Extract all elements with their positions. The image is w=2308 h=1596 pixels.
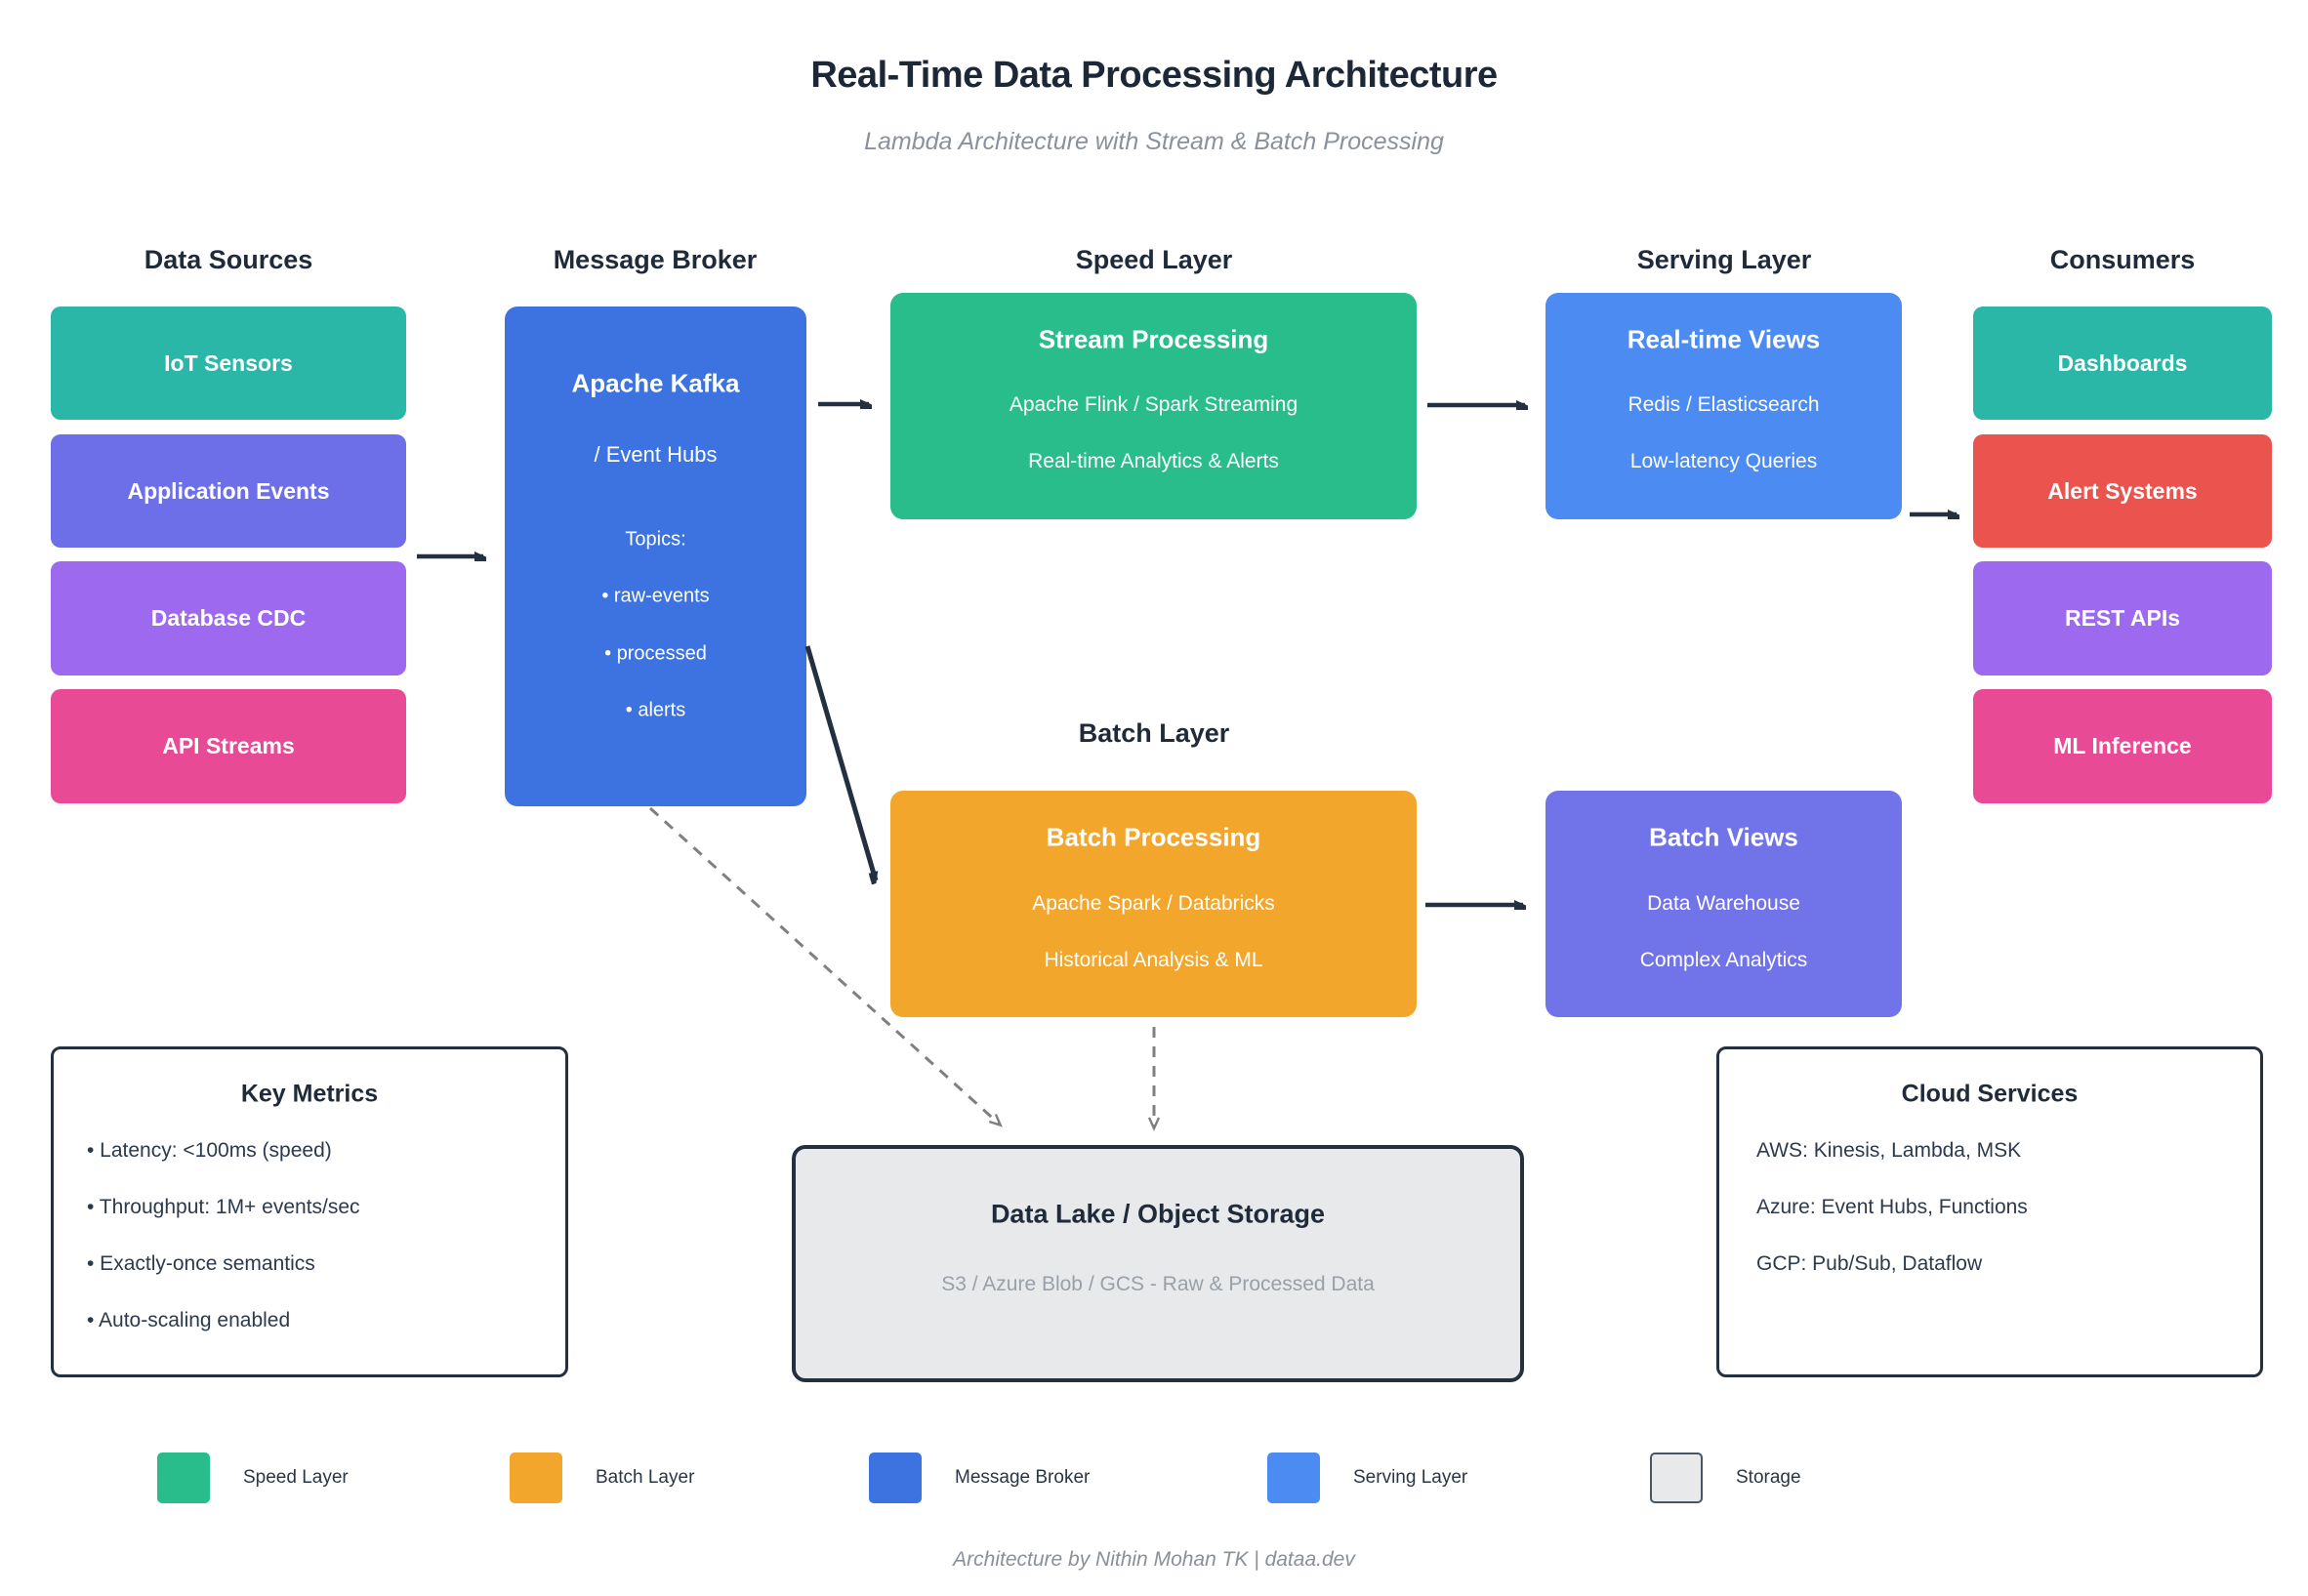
legend-item-serving-layer: Serving Layer [1267,1453,1467,1503]
kafka-topic-item: • alerts [625,699,686,721]
node-application-events: Application Events [51,434,406,548]
key-metric-item: • Exactly-once semantics [87,1252,315,1275]
legend-swatch-storage [1650,1453,1703,1503]
legend-item-message-broker: Message Broker [869,1453,1090,1503]
key-metrics-title: Key Metrics [240,1080,379,1108]
stream-line: Apache Flink / Spark Streaming [1009,393,1298,416]
serving-line: Redis / Elasticsearch [1628,393,1820,416]
header-serving-layer: Serving Layer [1636,245,1812,274]
node-database-cdc: Database CDC [51,561,406,675]
kafka-subtitle: / Event Hubs [594,442,718,467]
stream-line: Real-time Analytics & Alerts [1028,450,1279,472]
legend-swatch-batch-layer [510,1453,562,1503]
legend-swatch-serving-layer [1267,1453,1320,1503]
node-batch-processing: Batch Processing Apache Spark / Databric… [890,791,1417,1017]
legend-label: Batch Layer [596,1467,695,1488]
node-stream-processing: Stream Processing Apache Flink / Spark S… [890,293,1417,519]
kafka-topics-label: Topics: [625,528,686,551]
node-iot-sensors: IoT Sensors [51,307,406,420]
node-batch-views: Batch Views Data Warehouse Complex Analy… [1546,791,1902,1017]
key-metric-item: • Throughput: 1M+ events/sec [87,1196,360,1218]
batch-line: Historical Analysis & ML [1044,949,1263,971]
header-message-broker: Message Broker [553,245,758,274]
batch-views-line: Data Warehouse [1647,892,1800,915]
batch-title: Batch Processing [1046,822,1261,852]
stream-title: Stream Processing [1038,324,1269,354]
arrow-kafka-to-batch [804,645,879,880]
key-metric-item: • Auto-scaling enabled [87,1309,291,1331]
data-lake-title: Data Lake / Object Storage [990,1199,1326,1229]
cloud-services-panel: Cloud Services AWS: Kinesis, Lambda, MSK… [1716,1046,2263,1377]
node-label: Application Events [127,477,330,504]
node-label: Dashboards [2057,349,2188,376]
node-api-streams: API Streams [51,689,406,803]
node-apache-kafka: Apache Kafka / Event Hubs Topics: • raw-… [505,307,806,806]
kafka-topic-item: • raw-events [601,585,710,607]
key-metric-item: • Latency: <100ms (speed) [87,1139,332,1162]
batch-views-title: Batch Views [1649,822,1798,852]
kafka-title: Apache Kafka [571,368,740,398]
data-lake-subtitle: S3 / Azure Blob / GCS - Raw & Processed … [941,1273,1375,1295]
legend-item-speed-layer: Speed Layer [157,1453,349,1503]
key-metrics-panel: Key Metrics • Latency: <100ms (speed) • … [51,1046,568,1377]
footer-credit: Architecture by Nithin Mohan TK | dataa.… [953,1548,1355,1571]
serving-title: Real-time Views [1627,324,1821,354]
legend-label: Serving Layer [1353,1467,1468,1488]
legend-swatch-speed-layer [157,1453,210,1503]
node-rest-apis: REST APIs [1973,561,2272,675]
node-dashboards: Dashboards [1973,307,2272,420]
cloud-services-title: Cloud Services [1901,1080,2079,1108]
header-speed-layer: Speed Layer [1075,245,1233,274]
node-ml-inference: ML Inference [1973,689,2272,803]
header-consumers: Consumers [2049,245,2196,274]
legend-label: Message Broker [955,1467,1091,1488]
node-data-lake: Data Lake / Object Storage S3 / Azure Bl… [792,1145,1524,1382]
batch-views-line: Complex Analytics [1639,949,1808,971]
cloud-service-item: Azure: Event Hubs, Functions [1756,1196,2028,1218]
node-label: REST APIs [2064,605,2180,631]
batch-line: Apache Spark / Databricks [1032,892,1275,915]
kafka-topic-item: • processed [604,642,707,665]
header-batch-layer: Batch Layer [1078,718,1230,748]
node-label: ML Inference [2053,733,2192,758]
header-data-sources: Data Sources [144,245,313,274]
node-label: Database CDC [150,605,307,631]
cloud-service-item: AWS: Kinesis, Lambda, MSK [1756,1139,2022,1162]
page-title: Real-Time Data Processing Architecture [810,55,1498,96]
legend-item-batch-layer: Batch Layer [510,1453,694,1503]
node-label: Alert Systems [2047,477,2198,504]
legend-swatch-message-broker [869,1453,922,1503]
serving-line: Low-latency Queries [1629,450,1818,472]
legend-item-storage: Storage [1650,1453,1801,1503]
node-alert-systems: Alert Systems [1973,434,2272,548]
node-label: IoT Sensors [164,349,293,376]
legend-label: Storage [1736,1467,1801,1488]
node-realtime-views: Real-time Views Redis / Elasticsearch Lo… [1546,293,1902,519]
page-subtitle: Lambda Architecture with Stream & Batch … [864,128,1444,155]
node-label: API Streams [162,733,295,758]
legend-label: Speed Layer [243,1467,349,1488]
cloud-service-item: GCP: Pub/Sub, Dataflow [1756,1252,1983,1275]
